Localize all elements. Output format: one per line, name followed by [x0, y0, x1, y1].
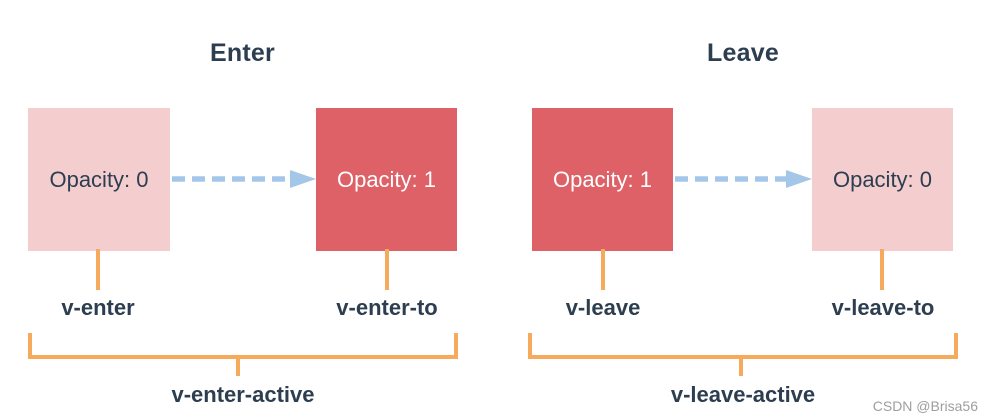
- enter-from-box: Opacity: 0: [28, 108, 170, 251]
- enter-to-connector-line: [385, 249, 389, 290]
- leave-to-class-label: v-leave-to: [831, 295, 935, 320]
- leave-to-connector-line: [880, 249, 884, 290]
- leave-to-box: Opacity: 0: [812, 108, 953, 251]
- enter-transition-arrow-icon: [172, 170, 316, 188]
- enter-active-bracket: [28, 333, 458, 359]
- enter-active-bracket-stem: [236, 359, 240, 376]
- enter-from-connector-line: [96, 249, 100, 290]
- leave-active-bracket: [528, 333, 958, 359]
- leave-active-class-label: v-leave-active: [670, 382, 816, 407]
- enter-active-class-label: v-enter-active: [171, 382, 315, 407]
- enter-section-title: Enter: [210, 39, 275, 67]
- leave-from-box: Opacity: 1: [532, 108, 673, 251]
- leave-active-bracket-stem: [739, 359, 743, 376]
- leave-transition-arrow-icon: [675, 170, 812, 188]
- watermark-text: CSDN @Brisa56: [872, 398, 978, 414]
- leave-from-box-label: Opacity: 1: [552, 166, 653, 192]
- leave-from-connector-line: [601, 249, 605, 290]
- enter-to-box: Opacity: 1: [316, 108, 457, 251]
- leave-section-title: Leave: [707, 39, 779, 67]
- leave-to-box-label: Opacity: 0: [832, 166, 933, 192]
- enter-to-class-label: v-enter-to: [336, 295, 438, 320]
- enter-from-class-label: v-enter: [61, 295, 135, 320]
- enter-to-box-label: Opacity: 1: [336, 166, 437, 192]
- leave-from-class-label: v-leave: [565, 295, 641, 320]
- enter-from-box-label: Opacity: 0: [49, 166, 149, 192]
